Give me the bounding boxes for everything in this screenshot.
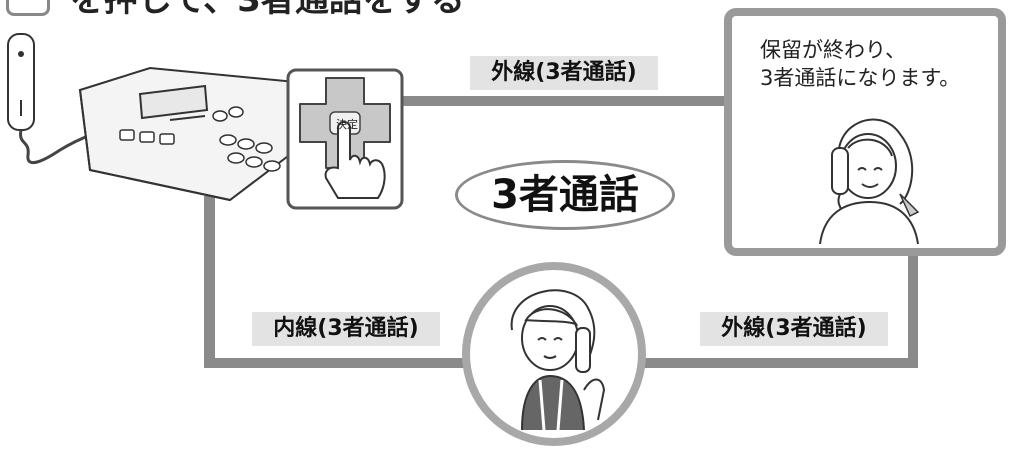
fax-machine-icon bbox=[7, 33, 297, 202]
line-right-vertical bbox=[908, 250, 918, 368]
key-press-icon bbox=[286, 68, 404, 210]
three-way-call-title: 3者通話 bbox=[491, 172, 639, 218]
woman-on-handset-icon bbox=[510, 289, 606, 430]
panel-message: 保留が終わり、 3者通話になります。 bbox=[760, 36, 960, 92]
panel-message-line1: 保留が終わり、 bbox=[760, 38, 907, 62]
label-outside-top: 外線(3者通話) bbox=[470, 56, 658, 90]
three-way-call-ellipse bbox=[455, 160, 675, 230]
label-inside: 内線(3者通話) bbox=[252, 312, 440, 346]
line-top bbox=[400, 96, 730, 106]
page-heading: を押して、3者通話をする bbox=[70, 0, 465, 20]
woman-on-phone-icon bbox=[819, 118, 920, 244]
key-label: 決定 bbox=[336, 118, 358, 131]
button-key-icon bbox=[6, 0, 50, 16]
label-outside-bottom: 外線(3者通話) bbox=[700, 312, 888, 346]
panel-message-line2: 3者通話になります。 bbox=[760, 66, 961, 90]
line-bottom-right bbox=[640, 358, 918, 368]
line-bottom-left bbox=[204, 358, 470, 368]
line-left-vertical bbox=[204, 196, 215, 368]
